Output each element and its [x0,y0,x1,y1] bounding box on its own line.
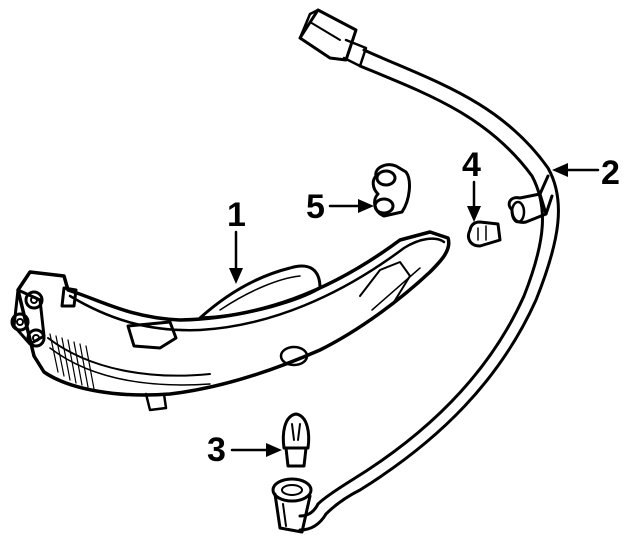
callout-number: 2 [601,154,620,192]
callout-5: 5 [306,188,374,226]
callout-number: 4 [462,146,481,184]
callout-4: 4 [462,146,481,222]
callout-1: 1 [227,196,246,284]
grommet [371,163,411,218]
callout-number: 1 [227,196,246,234]
harness-connector [298,8,368,68]
wiring-harness [298,8,560,532]
leader-arrowhead [358,199,374,213]
callout-2: 2 [552,154,620,192]
leader-arrowhead [467,206,481,222]
leader-arrowhead [552,163,568,177]
bulb-large [281,412,311,468]
lower-bulb-socket [271,477,313,534]
leader-arrowhead [266,443,282,457]
leader-arrowhead [229,268,243,284]
callout-number: 3 [207,431,226,469]
upper-bulb-socket [507,174,554,224]
mounting-bracket [10,286,78,348]
callout-number: 5 [306,188,325,226]
lens-hatching [49,333,95,390]
callout-3: 3 [207,431,282,469]
lamp-housing [10,230,451,412]
wedge-bulb-small [466,220,502,248]
